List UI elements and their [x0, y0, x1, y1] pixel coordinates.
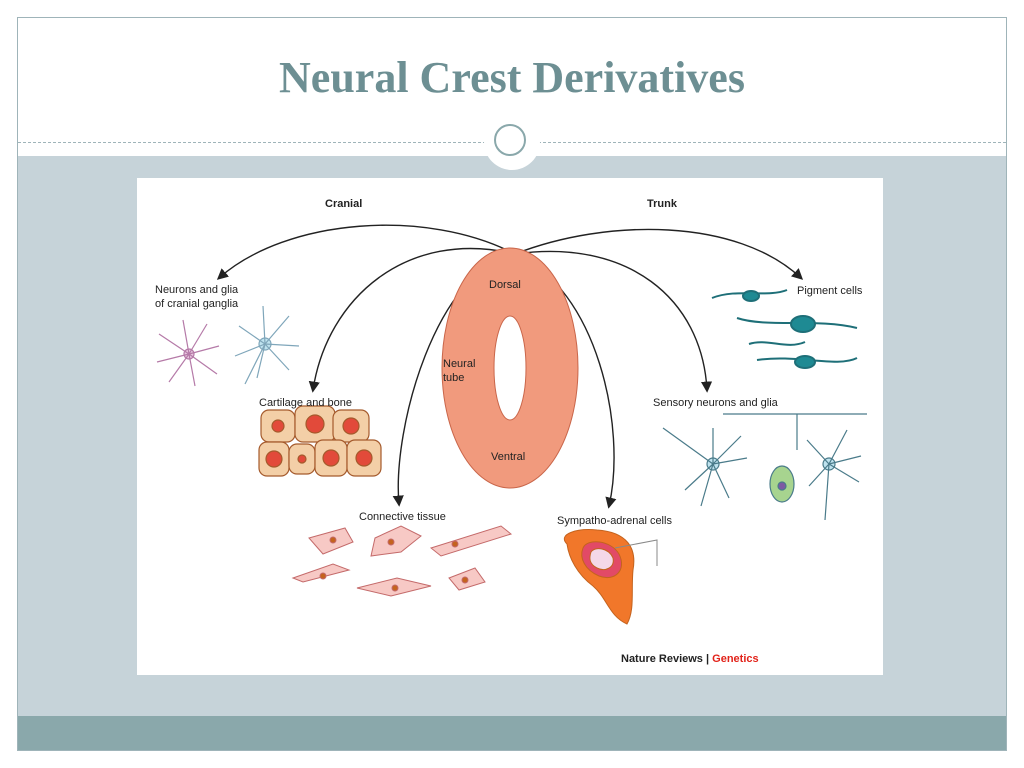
label-neural-tube-1: Neural: [443, 358, 475, 370]
label-cranial: Cranial: [325, 198, 362, 210]
arrow-sensory: [514, 250, 713, 393]
cranial-glia-cell: [234, 305, 300, 385]
label-cartilage-bone: Cartilage and bone: [259, 397, 352, 409]
credit-journal: Nature Reviews: [621, 653, 703, 665]
label-dorsal: Dorsal: [489, 279, 521, 291]
cartilage-cells: [258, 405, 382, 477]
label-cranial-ganglia-2: of cranial ganglia: [155, 298, 239, 310]
label-sensory-neurons: Sensory neurons and glia: [653, 397, 779, 409]
label-pigment-cells: Pigment cells: [797, 285, 863, 297]
circle-ornament-icon: [484, 114, 540, 170]
credit-line: Nature Reviews | Genetics: [621, 653, 759, 665]
connective-tissue-cells: [291, 525, 513, 597]
label-ventral: Ventral: [491, 451, 525, 463]
credit-section: Genetics: [712, 653, 758, 665]
arrow-cartilage: [308, 247, 516, 393]
neural-tube: [441, 247, 579, 489]
pigment-cells: [711, 289, 858, 369]
label-sympatho-adrenal: Sympatho-adrenal cells: [557, 515, 672, 527]
label-connective-tissue: Connective tissue: [359, 511, 446, 523]
sensory-neurons-cells: [662, 413, 867, 521]
diagram-canvas: Cranial Trunk Dorsal Neural tube Ventral…: [155, 198, 867, 665]
label-cranial-ganglia-1: Neurons and glia: [155, 284, 239, 296]
label-trunk: Trunk: [647, 198, 678, 210]
cranial-ganglia-cells: [156, 319, 220, 387]
slide-title: Neural Crest Derivatives: [279, 53, 745, 102]
arrow-cranial-ganglia: [216, 224, 516, 280]
footer-band: [18, 716, 1006, 750]
label-neural-tube-2: tube: [443, 372, 464, 384]
sympatho-adrenal-cell: [564, 529, 658, 625]
neural-crest-diagram: Cranial Trunk Dorsal Neural tube Ventral…: [137, 178, 883, 675]
credit-separator: |: [703, 653, 712, 665]
arrow-pigment: [514, 228, 804, 280]
